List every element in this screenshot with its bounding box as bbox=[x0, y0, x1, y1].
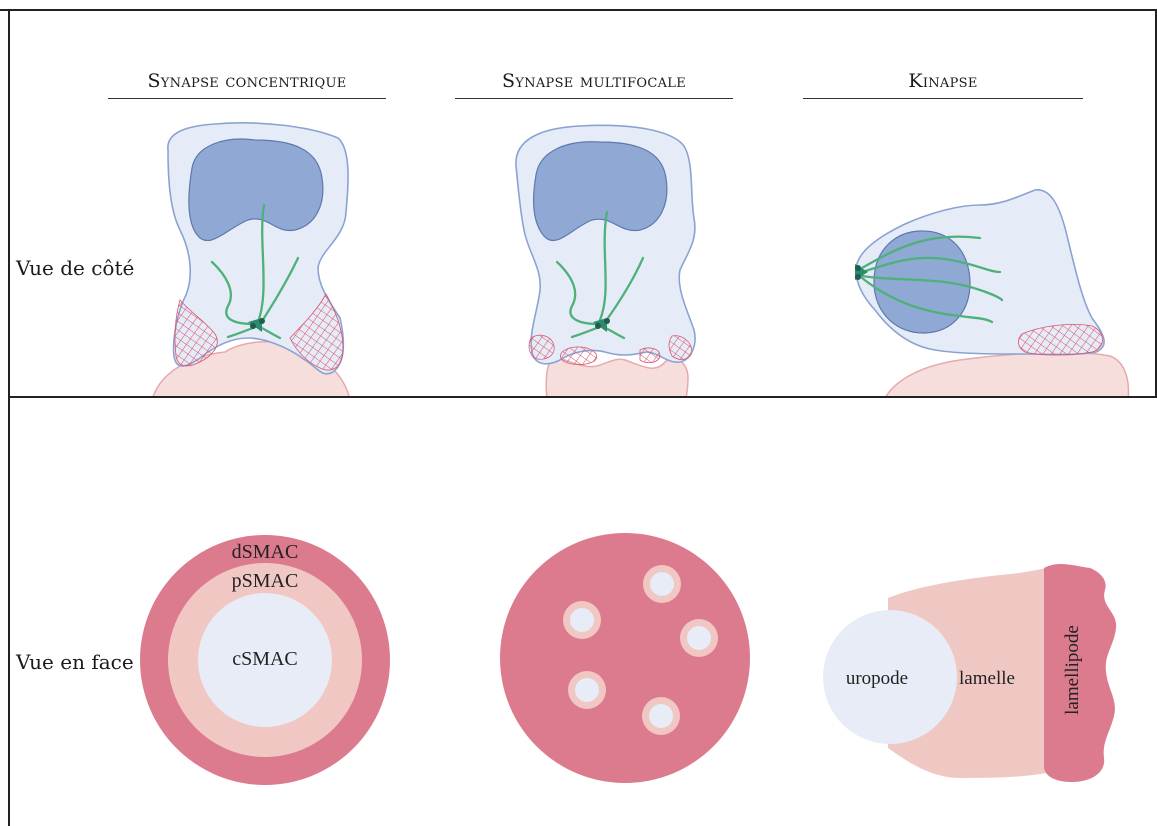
nucleus-kinapse bbox=[874, 231, 970, 333]
face-view-multifocal bbox=[500, 533, 750, 783]
label-uropode: uropode bbox=[846, 668, 908, 689]
label-lamelle: lamelle bbox=[959, 668, 1015, 689]
multifocal-disk bbox=[500, 533, 750, 783]
label-psmac: pSMAC bbox=[232, 570, 299, 592]
label-csmac: cSMAC bbox=[232, 648, 298, 670]
side-view-multifocal bbox=[516, 125, 695, 400]
label-dsmac: dSMAC bbox=[232, 541, 299, 563]
apc-cell-kinapse bbox=[884, 353, 1128, 400]
apc-cell-multifocal bbox=[546, 359, 688, 400]
label-lamellipode: lamellipode bbox=[1062, 625, 1083, 715]
side-view-kinapse bbox=[855, 190, 1128, 400]
side-view-concentric bbox=[152, 123, 350, 400]
